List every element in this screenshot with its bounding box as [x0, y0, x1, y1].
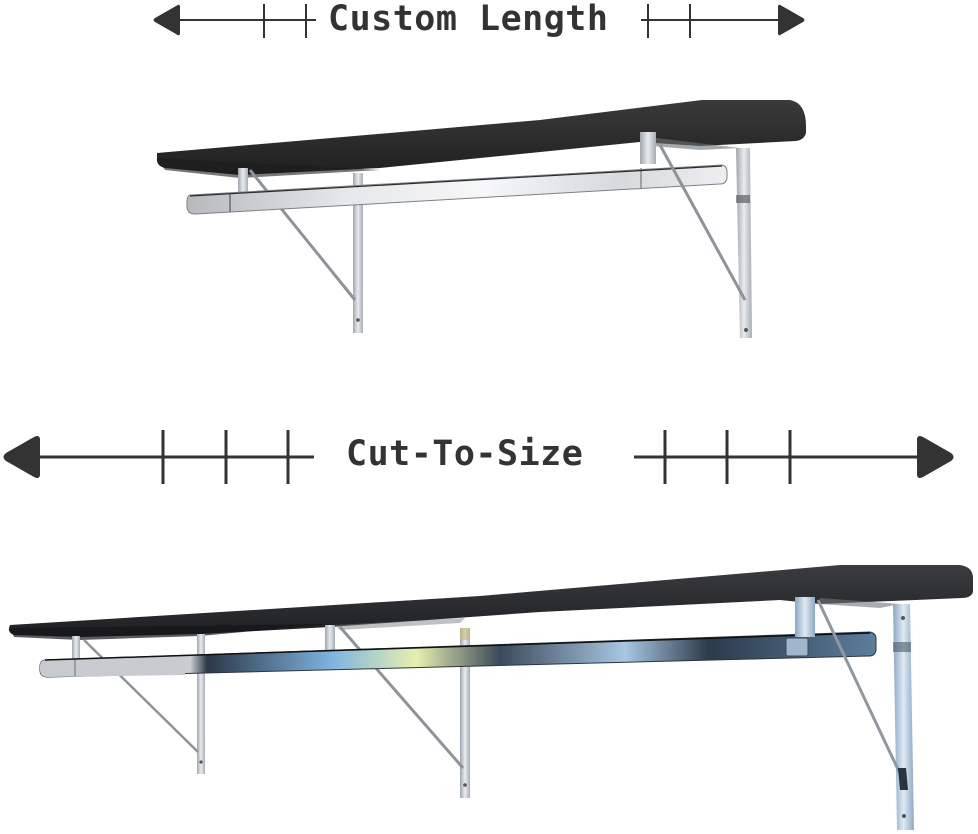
dimension-arrow-bottom — [3, 430, 954, 484]
cut-to-size-label: Cut-To-Size — [346, 434, 584, 474]
custom-length-label: Custom Length — [328, 0, 609, 39]
arrowhead-right-icon — [778, 4, 805, 36]
shelf-short — [156, 100, 806, 338]
arrowhead-left-icon — [3, 436, 40, 478]
arrowhead-right-icon — [917, 436, 954, 478]
shelf-long — [8, 565, 974, 830]
arrowhead-left-icon — [153, 4, 180, 36]
dimension-arrow-top — [153, 4, 805, 38]
